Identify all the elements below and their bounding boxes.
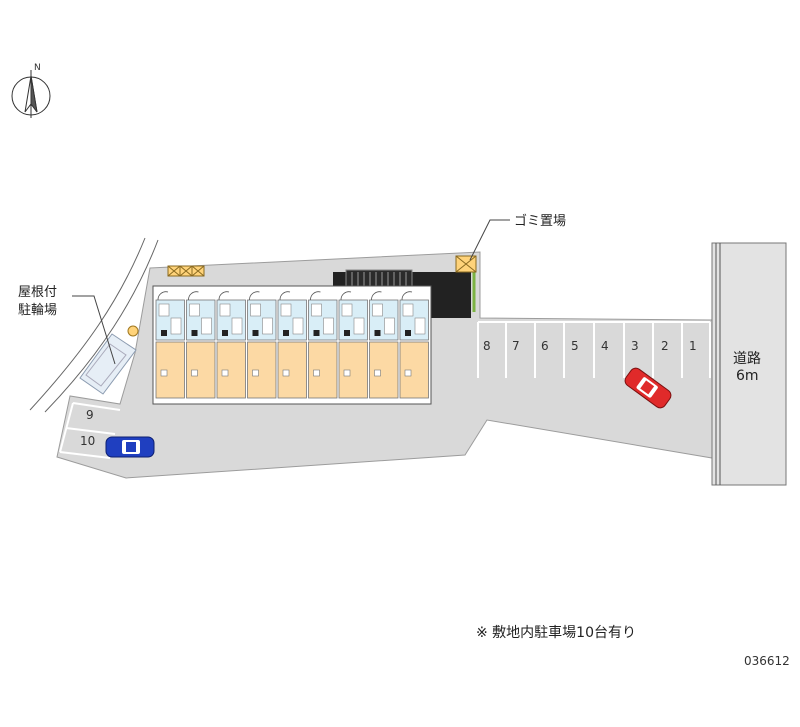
bike-parking-label-2: 駐輪場 (18, 303, 58, 318)
bike-label-leader (72, 295, 116, 365)
apartment-unit (399, 291, 429, 399)
apartment-unit (155, 291, 185, 399)
river-lines (29, 237, 159, 413)
parking-space-number: 9 (86, 408, 94, 422)
parking-space-number: 3 (631, 339, 639, 353)
apartment-unit (369, 291, 399, 399)
parking-row (477, 321, 711, 378)
road-label-1: 道路 (733, 351, 761, 367)
road-6m (711, 242, 787, 486)
parking-space-number: 2 (661, 339, 669, 353)
road-label-2: 6m (736, 368, 759, 384)
parking-space-number: 7 (512, 339, 520, 353)
shrub-icon (127, 325, 139, 337)
compass-icon (11, 70, 51, 118)
parking-note: ※ 敷地内駐車場10台有り (476, 625, 636, 641)
bike-parking-label-1: 屋根付 (18, 285, 58, 300)
property-code: 036612 (744, 654, 790, 668)
compass-north-letter: N (34, 63, 41, 73)
parking-space-number: 5 (571, 339, 579, 353)
garbage-label-leader (469, 219, 510, 261)
covered-bicycle-parking (79, 333, 137, 395)
parking-space-number: 4 (601, 339, 609, 353)
parking-space-number: 6 (541, 339, 549, 353)
parking-space-number: 1 (689, 339, 697, 353)
side-parking (59, 402, 121, 459)
red-car-icon (624, 367, 672, 409)
apartment-unit (308, 291, 338, 399)
apartment-unit (247, 291, 277, 399)
apartment-unit (216, 291, 246, 399)
storage-boxes (167, 265, 205, 277)
parking-space-number: 8 (483, 339, 491, 353)
garbage-label: ゴミ置場 (514, 214, 567, 229)
apartment-unit (277, 291, 307, 399)
apartment-building (152, 285, 432, 405)
apartment-unit (338, 291, 368, 399)
apartment-unit (186, 291, 216, 399)
garbage-station-icon (455, 255, 477, 273)
parking-space-number: 10 (80, 434, 96, 448)
blue-car-icon (105, 436, 155, 458)
